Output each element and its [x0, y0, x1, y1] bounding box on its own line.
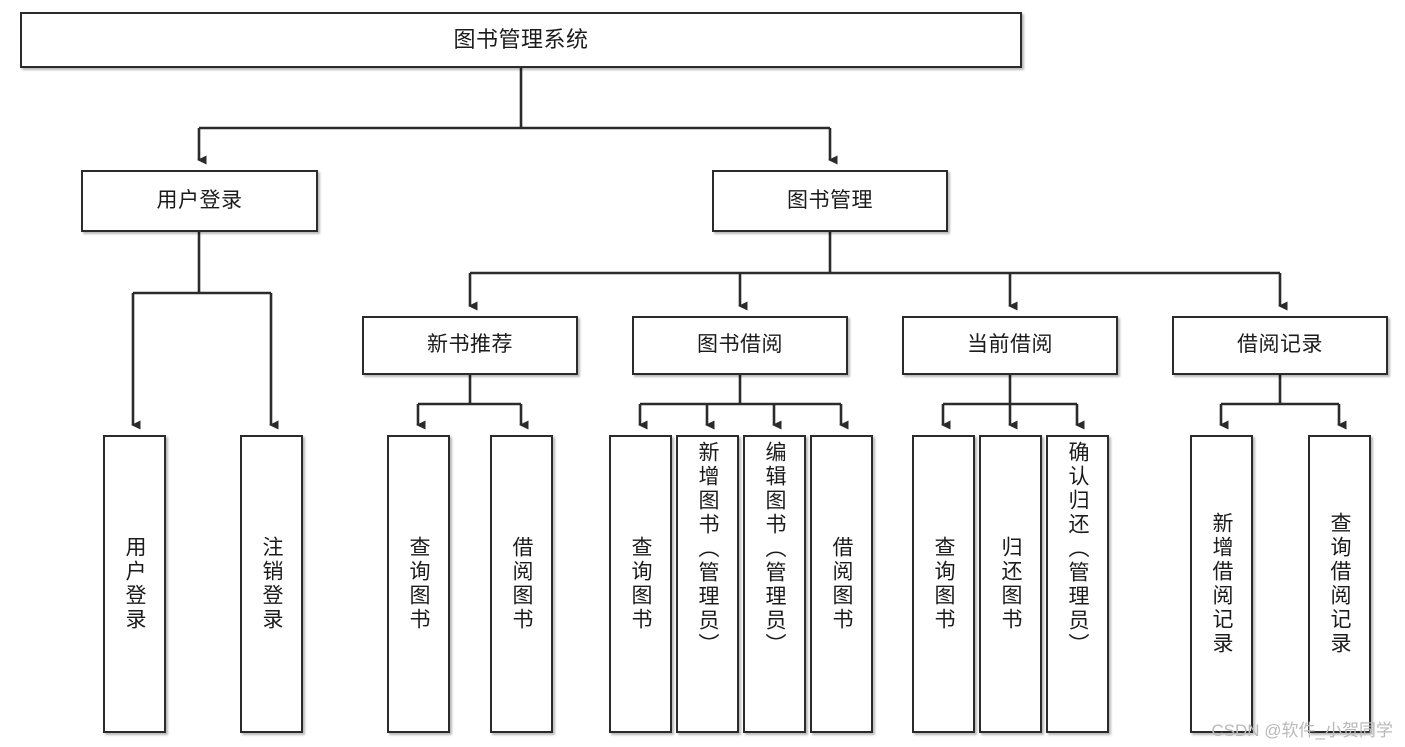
- node-label: 图书管理系统: [453, 27, 589, 53]
- leaf-query-book-borrow[interactable]: 查询图书: [609, 435, 672, 733]
- node-book-management[interactable]: 图书管理: [712, 170, 948, 232]
- leaf-add-book-admin[interactable]: 新增图书（管理员）: [676, 435, 739, 733]
- node-borrow-record[interactable]: 借阅记录: [1172, 316, 1388, 375]
- leaf-label: 新增借阅记录: [1210, 512, 1233, 656]
- node-label: 图书管理: [787, 188, 873, 212]
- node-book-management-system[interactable]: 图书管理系统: [20, 12, 1022, 68]
- node-label: 新书推荐: [427, 333, 513, 357]
- csdn-watermark: CSDN @软件_小贺同学: [1211, 721, 1393, 740]
- leaf-query-borrow-record[interactable]: 查询借阅记录: [1308, 435, 1371, 733]
- leaf-query-book-current[interactable]: 查询图书: [912, 435, 975, 733]
- leaf-label: 借阅图书: [830, 536, 853, 632]
- leaf-user-login[interactable]: 用户登录: [103, 435, 166, 733]
- leaf-label: 编辑图书（管理员）: [763, 441, 786, 657]
- node-label: 图书借阅: [697, 333, 783, 357]
- node-current-borrow[interactable]: 当前借阅: [902, 316, 1118, 375]
- leaf-label: 查询图书: [932, 536, 955, 632]
- leaf-return-book[interactable]: 归还图书: [979, 435, 1042, 733]
- leaf-borrow-book-recommend[interactable]: 借阅图书: [490, 435, 553, 733]
- leaf-add-borrow-record[interactable]: 新增借阅记录: [1190, 435, 1253, 733]
- node-label: 借阅记录: [1237, 333, 1323, 357]
- leaf-label: 借阅图书: [510, 536, 533, 632]
- leaf-label: 查询图书: [629, 536, 652, 632]
- leaf-label: 查询图书: [407, 536, 430, 632]
- leaf-query-book-recommend[interactable]: 查询图书: [387, 435, 450, 733]
- node-label: 用户登录: [156, 188, 243, 212]
- leaf-label: 新增图书（管理员）: [696, 441, 719, 657]
- node-user-login[interactable]: 用户登录: [81, 170, 318, 232]
- leaf-edit-book-admin[interactable]: 编辑图书（管理员）: [743, 435, 806, 733]
- leaf-confirm-return-admin[interactable]: 确认归还（管理员）: [1046, 435, 1109, 733]
- leaf-borrow-book[interactable]: 借阅图书: [810, 435, 873, 733]
- leaf-label: 确认归还（管理员）: [1066, 441, 1089, 657]
- leaf-label: 查询借阅记录: [1328, 512, 1351, 656]
- leaf-label: 归还图书: [999, 536, 1022, 632]
- node-new-book-recommend[interactable]: 新书推荐: [362, 316, 578, 375]
- node-book-borrow[interactable]: 图书借阅: [632, 316, 848, 375]
- leaf-label: 用户登录: [123, 536, 146, 632]
- leaf-label: 注销登录: [260, 536, 283, 632]
- node-label: 当前借阅: [967, 333, 1053, 357]
- leaf-logout[interactable]: 注销登录: [240, 435, 303, 733]
